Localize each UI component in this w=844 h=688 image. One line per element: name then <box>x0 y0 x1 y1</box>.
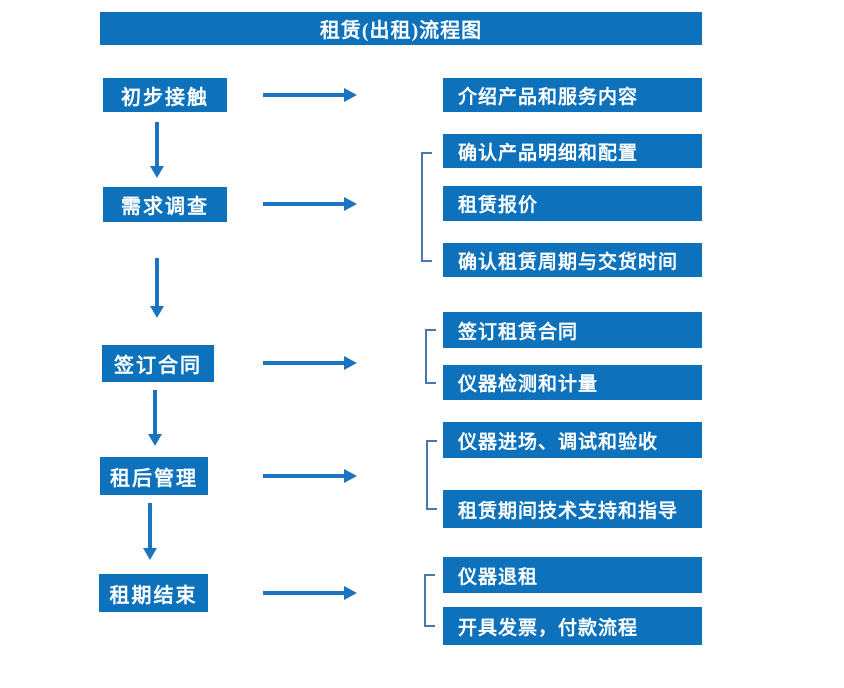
arrow-shaft <box>148 503 152 550</box>
group-bracket-rental-end <box>424 574 435 627</box>
detail-box-invoice-payment: 开具发票，付款流程 <box>443 607 702 645</box>
arrow-shaft <box>263 202 345 206</box>
arrow-head <box>150 166 164 178</box>
detail-box-instrument-setup-acceptance: 仪器进场、调试和验收 <box>443 422 702 458</box>
arrow-shaft <box>263 591 345 595</box>
detail-box-instrument-inspection: 仪器检测和计量 <box>443 365 702 400</box>
arrow-head <box>344 197 357 211</box>
arrow-right-icon-3 <box>263 356 357 370</box>
detail-box-instrument-return: 仪器退租 <box>443 557 702 593</box>
arrow-shaft <box>263 361 345 365</box>
step-box-initial-contact: 初步接触 <box>103 78 227 112</box>
arrow-shaft <box>263 474 345 478</box>
arrow-shaft <box>155 122 159 168</box>
detail-box-rental-quotation: 租赁报价 <box>443 186 702 221</box>
arrow-right-icon-4 <box>263 469 357 483</box>
arrow-right-icon-2 <box>263 197 357 211</box>
arrow-head <box>344 586 357 600</box>
detail-box-introduce-products: 介绍产品和服务内容 <box>443 78 702 112</box>
detail-box-sign-rental-contract: 签订租赁合同 <box>443 312 702 348</box>
arrow-down-icon-2 <box>150 258 164 318</box>
arrow-head <box>143 548 157 560</box>
arrow-right-icon-5 <box>263 586 357 600</box>
detail-box-technical-support: 租赁期间技术支持和指导 <box>443 490 702 528</box>
detail-box-confirm-product-details: 确认产品明细和配置 <box>443 134 702 168</box>
arrow-right-icon-1 <box>263 88 357 102</box>
arrow-head <box>344 356 357 370</box>
flowchart-title: 租赁(出租)流程图 <box>100 12 702 45</box>
detail-box-confirm-rental-period: 确认租赁周期与交货时间 <box>443 243 702 277</box>
arrow-shaft <box>263 93 345 97</box>
arrow-head <box>148 434 162 446</box>
arrow-head <box>344 469 357 483</box>
arrow-down-icon-1 <box>150 122 164 178</box>
step-box-rental-end: 租期结束 <box>99 574 208 612</box>
arrow-head <box>150 306 164 318</box>
arrow-down-icon-3 <box>148 390 162 446</box>
group-bracket-post-rental <box>426 440 437 510</box>
step-box-sign-contract: 签订合同 <box>102 345 214 382</box>
arrow-head <box>344 88 357 102</box>
group-bracket-demand-survey <box>421 152 432 262</box>
group-bracket-sign-contract <box>425 329 436 384</box>
arrow-down-icon-4 <box>143 503 157 560</box>
step-box-demand-survey: 需求调查 <box>103 187 227 222</box>
arrow-shaft <box>153 390 157 436</box>
step-box-post-rental-management: 租后管理 <box>100 457 208 495</box>
arrow-shaft <box>155 258 159 308</box>
